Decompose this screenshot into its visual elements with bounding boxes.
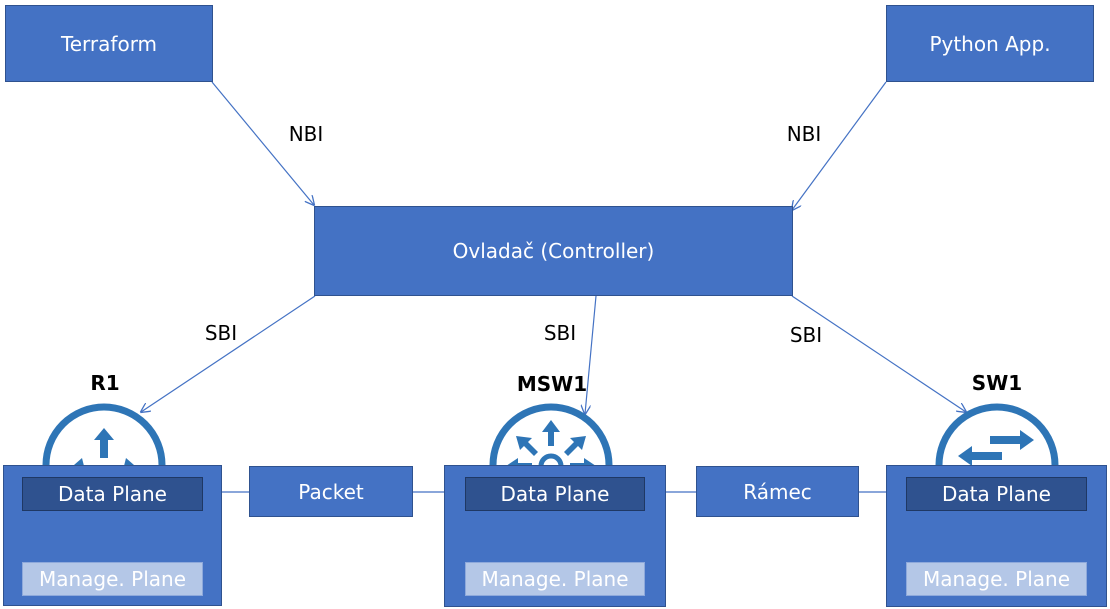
msw1-manage-plane: Manage. Plane (465, 562, 645, 596)
r1-manage-plane: Manage. Plane (22, 562, 203, 596)
msw1-data-plane: Data Plane (465, 477, 645, 511)
device-name-r1: R1 (90, 371, 120, 395)
app-python-label: Python App. (929, 31, 1051, 56)
app-terraform-label: Terraform (60, 31, 158, 56)
sw1-data-plane: Data Plane (906, 477, 1087, 511)
sbi-left-label: SBI (204, 321, 238, 345)
sbi-left-arrow (141, 295, 316, 412)
sw1-manage-plane: Manage. Plane (906, 562, 1087, 596)
sbi-right-label: SBI (789, 323, 823, 347)
link-frame-label: Rámec (743, 479, 812, 504)
r1-data-plane: Data Plane (22, 477, 203, 511)
nbi-right-arrow (792, 81, 887, 210)
sbi-mid-label: SBI (543, 321, 577, 345)
link-frame: Rámec (696, 466, 859, 517)
device-name-msw1: MSW1 (516, 372, 588, 396)
controller-box: Ovladač (Controller) (314, 206, 793, 296)
sbi-mid-arrow (585, 295, 597, 414)
sbi-right-arrow (791, 295, 966, 412)
nbi-left-arrow (211, 81, 314, 205)
app-terraform: Terraform (5, 5, 213, 82)
link-packet: Packet (249, 466, 413, 517)
app-python: Python App. (886, 5, 1094, 82)
nbi-right-label: NBI (786, 122, 822, 146)
nbi-left-label: NBI (288, 122, 324, 146)
device-name-sw1: SW1 (971, 371, 1023, 395)
controller-label: Ovladač (Controller) (452, 239, 655, 263)
link-packet-label: Packet (298, 479, 364, 504)
